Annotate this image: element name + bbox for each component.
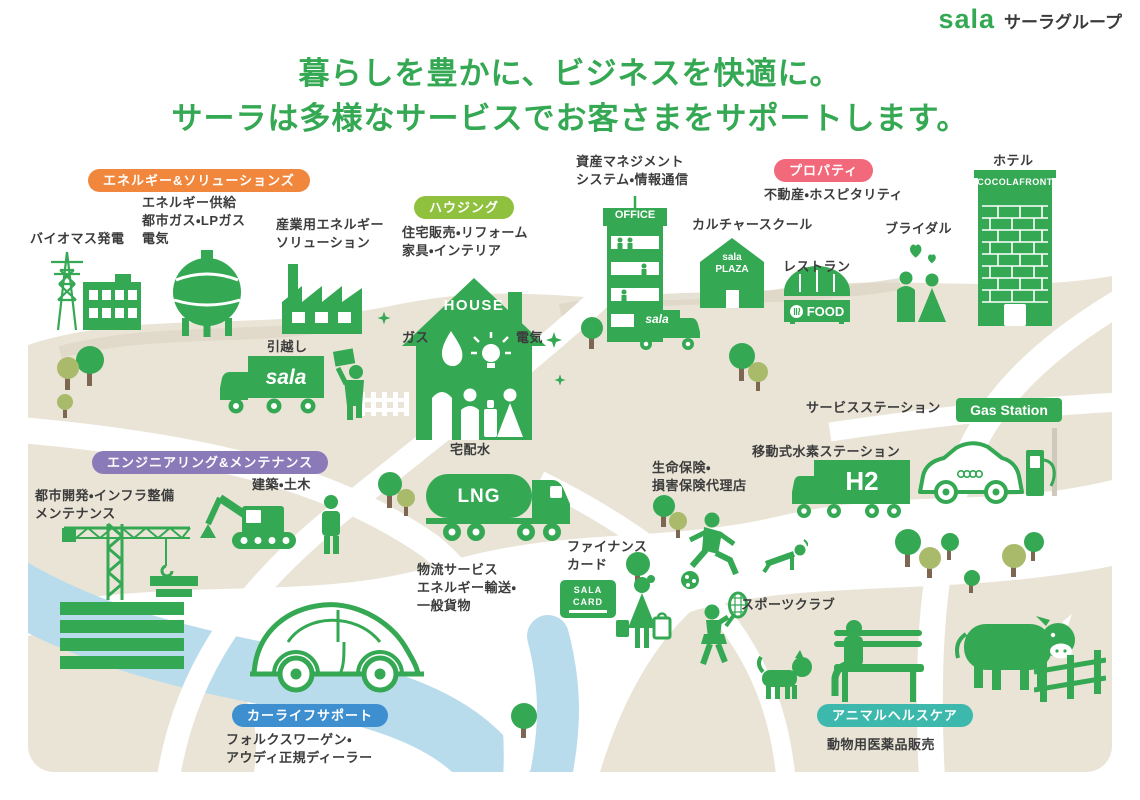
cocolafront-sign: COCOLAFRONT xyxy=(977,177,1053,187)
picket-fence xyxy=(358,392,409,416)
cow-illustration xyxy=(955,614,1075,690)
water-cooler-icon xyxy=(484,409,497,437)
excavator-illustration xyxy=(200,494,296,549)
label-car-dealer: フォルクスワーゲン・ アウディ正規ディーラー xyxy=(226,732,373,765)
sala-brand-mark: sala xyxy=(938,4,996,34)
badge-property: プロパティ xyxy=(774,159,874,182)
sala-group-name: サーラグループ xyxy=(1004,13,1122,32)
crane-construction-illustration xyxy=(60,522,198,669)
sala-plaza-sign: sala PLAZA xyxy=(715,252,749,275)
label-gas: ガス xyxy=(402,330,430,345)
hydrogen-truck-illustration xyxy=(792,460,910,518)
h2-sign: H2 xyxy=(845,466,879,496)
gas-station-illustration xyxy=(918,428,1057,504)
soccer-player-illustration xyxy=(681,512,739,589)
label-electricity: 電気 xyxy=(516,330,544,345)
exercising-person-illustration xyxy=(762,539,808,574)
culture-school-illustration xyxy=(700,238,764,308)
badge-animal-healthcare: アニマルヘルスケア xyxy=(817,704,973,727)
lng-sign: LNG xyxy=(457,486,501,507)
label-service-station: サービスステーション xyxy=(806,400,941,415)
park-bench-illustration xyxy=(831,620,924,702)
label-restaurant: レストラン xyxy=(783,259,851,274)
label-bridal: ブライダル xyxy=(885,221,952,236)
sala-delivery-truck-sign: sala xyxy=(645,312,669,326)
label-construction: 建築・土木 xyxy=(252,477,311,492)
badge-energy-solutions: エネルギー&ソリューションズ xyxy=(88,169,310,192)
title-line-1: 暮らしを豊かに、ビジネスを快適に。 xyxy=(298,56,842,91)
audi-rings-icon xyxy=(956,469,983,478)
gas-holder-illustration xyxy=(173,250,241,337)
sala-group-logo: sala サーラグループ xyxy=(938,4,1122,35)
gas-flame-icon xyxy=(441,331,463,367)
office-sign: OFFICE xyxy=(614,209,656,221)
factory-illustration xyxy=(282,264,362,334)
worker-person-illustration xyxy=(322,495,340,554)
label-insurance: 生命保険・ 損害保険代理店 xyxy=(652,460,747,493)
moving-truck-illustration xyxy=(220,356,324,414)
dog-illustration xyxy=(756,650,812,699)
sala-moving-truck-sign: sala xyxy=(265,366,307,389)
lng-truck-illustration xyxy=(426,474,570,541)
label-energy-supply: エネルギー供給 都市ガス・LPガス 電気 xyxy=(142,195,246,246)
car-body xyxy=(918,441,1024,494)
gas-station-sign: Gas Station xyxy=(956,398,1062,422)
badge-housing: ハウジング xyxy=(414,196,515,219)
food-sign-label: FOOD xyxy=(806,303,845,319)
fork-knife-icon xyxy=(789,304,803,318)
sala-delivery-truck-illustration xyxy=(634,310,700,350)
label-property-services: 不動産・ホスピタリティ xyxy=(764,187,904,202)
label-urban-development: 都市開発・インフラ整備 メンテナンス xyxy=(35,488,175,521)
label-housing-services: 住宅販売・リフォーム 家具・インテリア xyxy=(402,225,529,258)
label-biomass: バイオマス発電 xyxy=(30,231,125,246)
soccer-ball-icon xyxy=(681,571,699,589)
sala-card: SALA CARD xyxy=(560,580,616,618)
light-bulb-icon xyxy=(471,332,511,368)
fence-illustration xyxy=(1034,650,1106,702)
hotel-building-illustration xyxy=(974,170,1056,326)
label-moving: 引越し xyxy=(267,339,308,354)
family-icons xyxy=(461,388,523,440)
label-finance-card: ファイナンス カード xyxy=(567,539,648,572)
shopper-person-illustration xyxy=(616,575,672,648)
label-hotel: ホテル xyxy=(993,153,1034,168)
label-sports-club: スポーツクラブ xyxy=(741,597,836,612)
food-sign: FOOD xyxy=(784,300,850,322)
shopping-bag-icon xyxy=(652,616,672,640)
door-icon xyxy=(432,392,452,440)
tennis-player-illustration xyxy=(700,591,748,665)
house-sign: HOUSE xyxy=(443,297,505,314)
restaurant-illustration xyxy=(784,266,850,324)
label-logistics: 物流サービス エネルギー輸送・ 一般貨物 xyxy=(417,562,517,613)
label-water-delivery: 宅配水 xyxy=(450,442,491,457)
title-line-2: サーラは多様なサービスでお客さまをサポートします。 xyxy=(171,100,969,136)
page-title: 暮らしを豊かに、ビジネスを快適に。 サーラは多様なサービスでお客さまをサポートし… xyxy=(0,52,1140,142)
label-culture-school: カルチャースクール xyxy=(692,217,813,232)
house-illustration xyxy=(402,278,546,440)
badge-engineering-maintenance: エンジニアリング&メンテナンス xyxy=(92,451,329,474)
label-industrial-energy: 産業用エネルギー ソリューション xyxy=(276,217,385,250)
trees xyxy=(57,317,1044,738)
label-animal-health: 動物用医薬品販売 xyxy=(827,737,936,752)
heart-icons xyxy=(910,244,936,264)
bridal-couple-illustration xyxy=(897,244,946,322)
mover-person-illustration xyxy=(332,348,364,420)
label-asset-management: 資産マネジメント システム・情報通信 xyxy=(576,154,689,187)
biomass-plant-illustration xyxy=(51,251,141,331)
beetle-car-illustration xyxy=(250,602,424,693)
label-hydrogen-station: 移動式水素ステーション xyxy=(752,444,901,459)
badge-carlife-support: カーライフサポート xyxy=(232,704,389,727)
sparkle-icons xyxy=(377,311,566,386)
